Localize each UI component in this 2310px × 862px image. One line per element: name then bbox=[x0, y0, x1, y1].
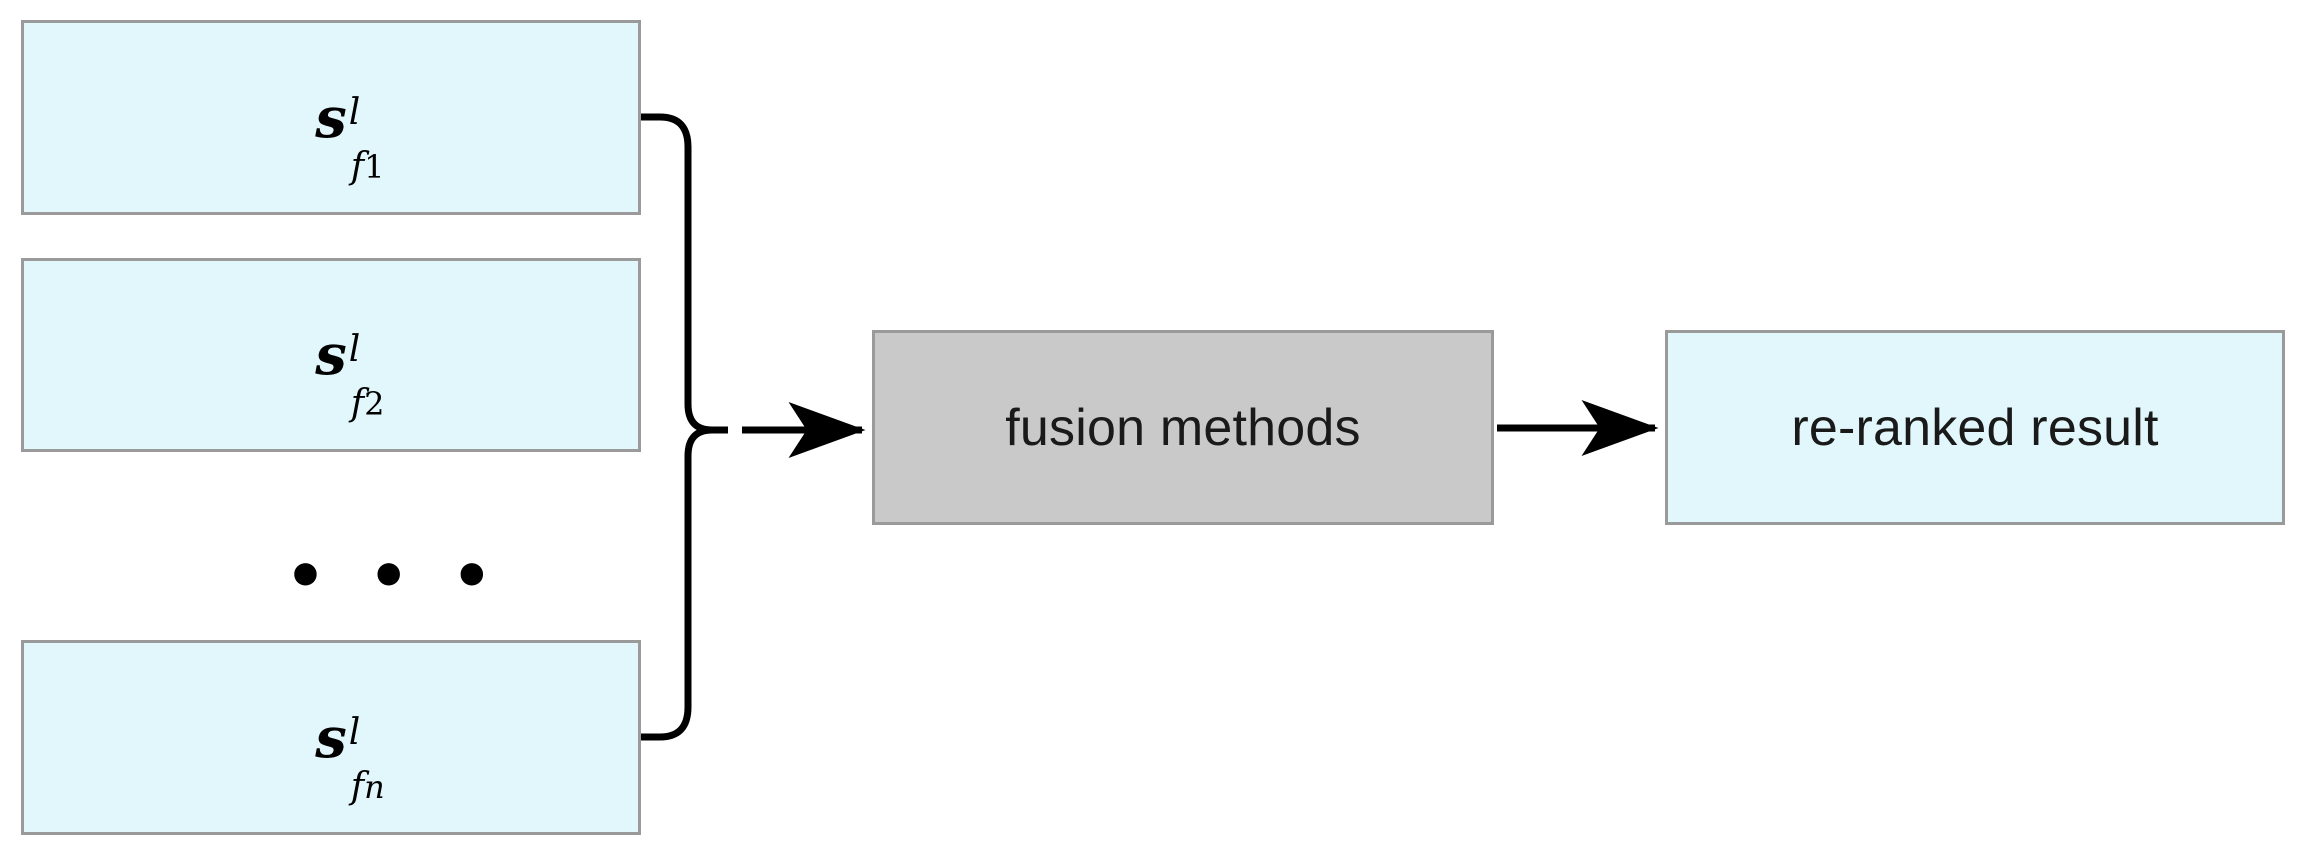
score-subscript-fn: f bbox=[350, 383, 365, 424]
score-superscript: l bbox=[348, 91, 361, 133]
score-base-symbol: s bbox=[315, 322, 347, 388]
score-subscript: f1 bbox=[350, 145, 385, 187]
score-superscript: l bbox=[348, 711, 361, 753]
merge-connector-path bbox=[641, 113, 728, 741]
score-subscript-index: 1 bbox=[364, 147, 385, 186]
vertical-ellipsis: • • • bbox=[285, 539, 503, 614]
score-subscript-fn: f bbox=[350, 765, 365, 807]
re-ranked-result-label: re-ranked result bbox=[1791, 398, 2159, 457]
score-subscript-index: n bbox=[364, 767, 385, 806]
score-subscript: fn bbox=[350, 765, 385, 807]
fusion-methods-box[interactable]: fusion methods bbox=[872, 330, 1494, 525]
score-superscript: l bbox=[348, 329, 361, 370]
score-base-symbol: s bbox=[315, 84, 347, 151]
re-ranked-result-box[interactable]: re-ranked result bbox=[1665, 330, 2285, 525]
score-base-symbol: s bbox=[315, 704, 347, 771]
score-subscript-fn: f bbox=[350, 145, 365, 187]
score-subscript: f2 bbox=[351, 386, 385, 422]
score-subscript-index: 2 bbox=[364, 385, 385, 423]
fusion-methods-label: fusion methods bbox=[1005, 398, 1361, 457]
